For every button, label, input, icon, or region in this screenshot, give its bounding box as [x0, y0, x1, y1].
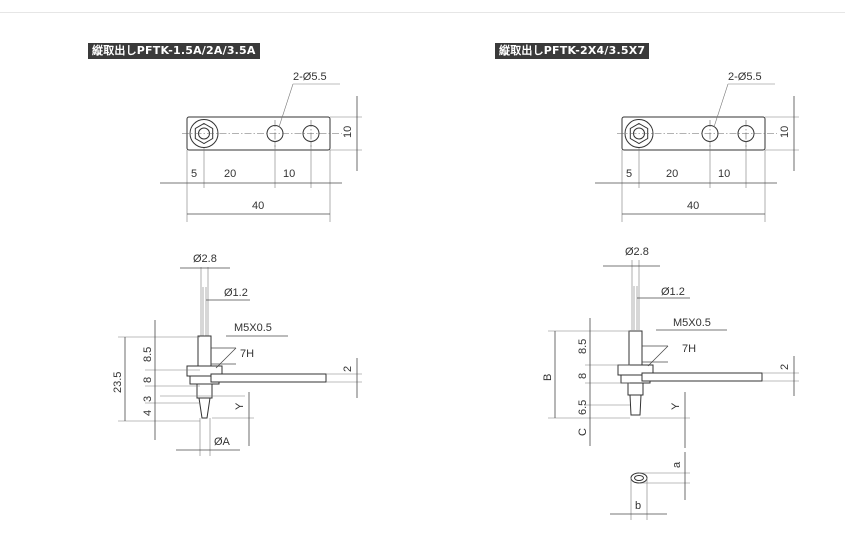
- right-dim-b: B: [542, 374, 554, 381]
- left-dim-20: 20: [224, 168, 236, 180]
- right-dim-c: C: [577, 428, 589, 436]
- right-dim-a-small: a: [671, 461, 683, 468]
- right-dim-8: 8: [577, 373, 589, 379]
- right-dim-b-small: b: [635, 500, 641, 512]
- right-dim-height-label: 10: [779, 126, 791, 138]
- left-side-dims: 23.5 8.5 8 3 4 Y 2 ØA: [112, 320, 362, 456]
- right-dim-chain: 5 20 10 40: [595, 142, 777, 222]
- left-dim-235: 23.5: [112, 372, 124, 393]
- left-dim-40: 40: [252, 200, 264, 212]
- left-dim-3: 3: [142, 396, 154, 402]
- right-side-view: Ø2.8 Ø1.2 M5X0.5 7H: [603, 246, 763, 416]
- left-tol: 7H: [240, 348, 254, 360]
- left-dim-5: 5: [191, 168, 197, 180]
- right-dia-28: Ø2.8: [625, 246, 649, 258]
- left-drawing: 2-Ø5.5 10 5 20 10 40 Ø2.8: [112, 71, 362, 456]
- right-tip-section: a b: [610, 452, 690, 520]
- right-hole-callout: 2-Ø5.5: [713, 71, 775, 128]
- right-drawing-title: 縦取出しPFTK-2X4/3.5X7: [495, 43, 650, 59]
- left-dia-28: Ø2.8: [193, 253, 217, 265]
- left-dim-y: Y: [234, 402, 246, 410]
- left-dim-10: 10: [283, 168, 295, 180]
- left-hole-label: 2-Ø5.5: [293, 71, 327, 83]
- right-top-view-plate: [617, 116, 777, 151]
- right-dim-10: 10: [718, 168, 730, 180]
- top-divider: [0, 12, 845, 13]
- right-thread: M5X0.5: [673, 317, 711, 329]
- left-dim-85: 8.5: [142, 347, 154, 362]
- left-hole-callout: 2-Ø5.5: [278, 71, 340, 128]
- right-tol: 7H: [682, 343, 696, 355]
- right-side-dims: B 8.5 8 6.5 C Y 2: [542, 318, 799, 448]
- right-hole-label: 2-Ø5.5: [728, 71, 762, 83]
- right-dim-85: 8.5: [577, 339, 589, 354]
- left-dim-height-label: 10: [342, 126, 354, 138]
- right-dim-40: 40: [687, 200, 699, 212]
- left-dim-chain: 5 20 10 40: [160, 142, 342, 222]
- right-dim-5: 5: [626, 168, 632, 180]
- left-dim-height: 10: [330, 96, 362, 171]
- right-dim-y: Y: [670, 402, 682, 410]
- left-dim-2: 2: [342, 366, 354, 372]
- right-drawing: 2-Ø5.5 10 5 20 10 40 Ø2.8: [542, 71, 799, 520]
- right-dim-2: 2: [779, 364, 791, 370]
- left-dim-8: 8: [142, 377, 154, 383]
- left-drawing-title: 縦取出しPFTK-1.5A/2A/3.5A: [88, 43, 260, 59]
- right-dim-65: 6.5: [577, 400, 589, 415]
- right-dim-20: 20: [666, 168, 678, 180]
- left-dia-a: ØA: [214, 436, 231, 448]
- left-dia-12: Ø1.2: [224, 287, 248, 299]
- left-thread: M5X0.5: [234, 322, 272, 334]
- right-dia-12: Ø1.2: [661, 286, 685, 298]
- left-top-view-plate: [182, 116, 342, 151]
- left-dim-4: 4: [142, 410, 154, 416]
- right-dim-height: 10: [765, 96, 799, 171]
- left-side-view: Ø2.8 Ø1.2 M5X0.5 7H: [160, 253, 327, 419]
